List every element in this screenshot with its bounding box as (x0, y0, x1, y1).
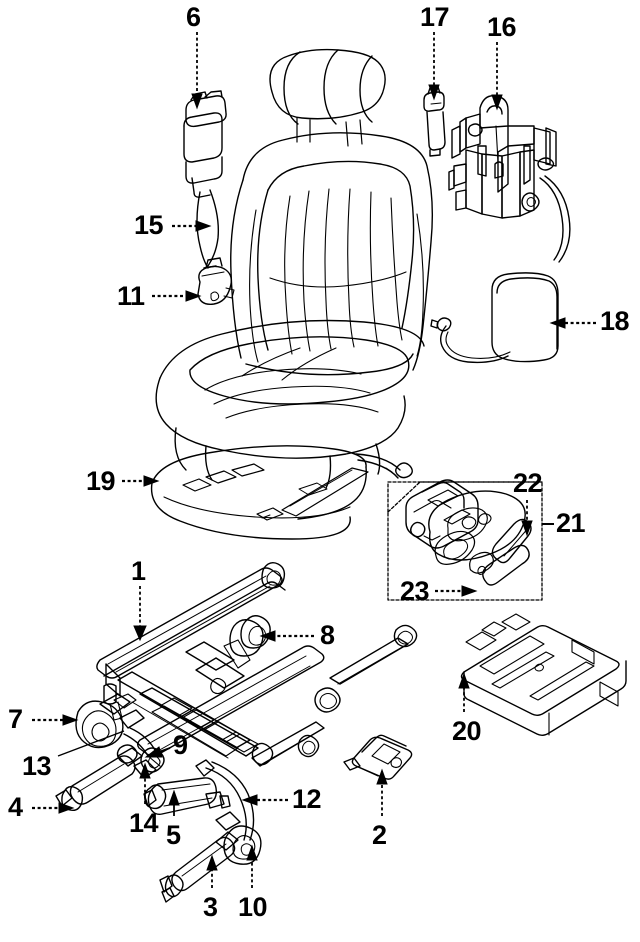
callout-label-2[interactable]: 2 (372, 820, 387, 850)
callout-label-18[interactable]: 18 (600, 306, 630, 336)
callout-label-1[interactable]: 1 (131, 556, 146, 586)
callout-label-3[interactable]: 3 (203, 892, 218, 922)
track-mounting-bracket (343, 734, 413, 780)
seat-headrest (269, 48, 386, 147)
callout-label-8[interactable]: 8 (320, 620, 335, 650)
callout-label-13[interactable]: 13 (22, 751, 52, 781)
seat-control-module (460, 613, 627, 736)
switch-assembly-inset-box (387, 481, 543, 601)
rear-vertical-motor (143, 777, 231, 815)
recliner-mechanism-bracket (448, 95, 571, 263)
callout-label-4[interactable]: 4 (8, 792, 23, 822)
callout-label-12[interactable]: 12 (292, 784, 322, 814)
callout-label-10[interactable]: 10 (238, 892, 268, 922)
seat-track-adjuster-assembly (96, 561, 418, 767)
callout-label-14[interactable]: 14 (129, 808, 159, 838)
callout-label-21[interactable]: 21 (556, 508, 586, 538)
callout-label-6[interactable]: 6 (186, 2, 201, 32)
callout-label-23[interactable]: 23 (400, 576, 430, 606)
callout-label-11[interactable]: 11 (117, 281, 145, 311)
callout-label-22[interactable]: 22 (513, 468, 543, 498)
seat-cushion (155, 319, 425, 489)
callout-label-7[interactable]: 7 (8, 704, 23, 734)
callout-label-17[interactable]: 17 (420, 2, 450, 32)
callout-label-15[interactable]: 15 (134, 210, 164, 240)
recliner-motor-assembly (183, 90, 235, 305)
callout-label-16[interactable]: 16 (487, 12, 517, 42)
recline-motor (159, 831, 239, 903)
callout-label-9[interactable]: 9 (173, 730, 188, 760)
callout-label-5[interactable]: 5 (166, 820, 181, 850)
horizontal-drive-motor (55, 747, 143, 812)
seat-pan-shield (150, 445, 369, 540)
callout-label-20[interactable]: 20 (452, 716, 482, 746)
wiring-harness (195, 759, 255, 841)
callout-label-19[interactable]: 19 (86, 466, 116, 496)
lumbar-pump-module (430, 272, 559, 364)
